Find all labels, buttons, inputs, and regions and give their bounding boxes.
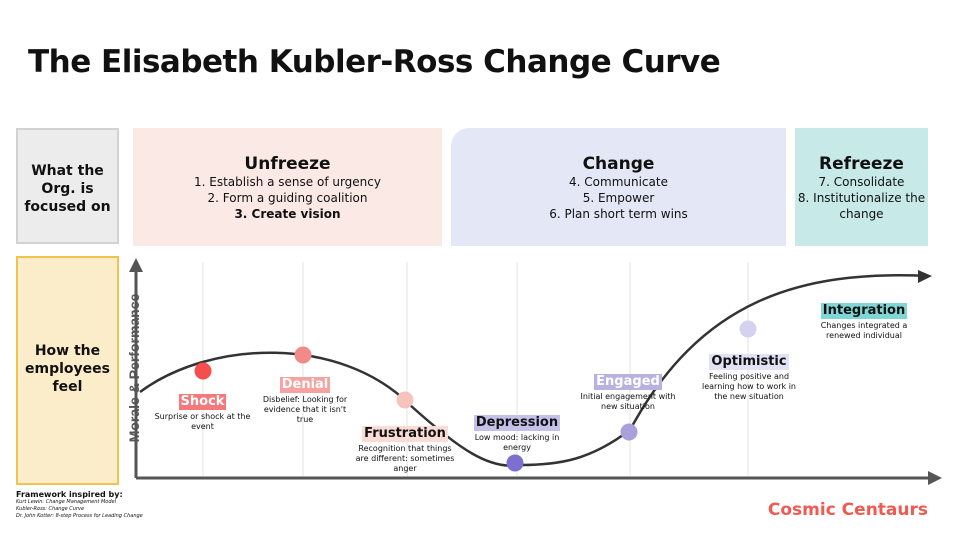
- stage-tag: Frustration: [362, 426, 448, 442]
- y-axis-arrowhead: [129, 258, 143, 272]
- phase-step: 1. Establish a sense of urgency: [194, 175, 381, 189]
- stage-tag: Depression: [473, 415, 561, 431]
- stage-engaged: Engaged Initial engagement with new situ…: [575, 370, 681, 412]
- curve-arrowhead: [918, 270, 932, 283]
- org-focus-box: What the Org. is focused on: [16, 128, 119, 244]
- stage-desc: Surprise or shock at the event: [154, 412, 251, 431]
- brand-name: Cosmic Centaurs: [767, 500, 928, 520]
- phase-step: 6. Plan short term wins: [549, 207, 688, 221]
- stage-tag: Engaged: [594, 374, 662, 390]
- phase-step: 2. Form a guiding coalition: [207, 191, 368, 205]
- stage-tag: Shock: [178, 394, 227, 410]
- credits-line: Kubler-Ross: Change Curve: [16, 506, 85, 512]
- stage-dot-optimistic: [739, 320, 757, 338]
- stage-denial: Denial Disbelief: Looking for evidence t…: [255, 373, 355, 425]
- phase-step: 3. Create vision: [234, 207, 341, 221]
- phase-step: 8. Institutionalize the change: [797, 191, 926, 221]
- phase-refreeze: Refreeze 7. Consolidate 8. Institutional…: [795, 128, 928, 246]
- employees-feel-box: How the employees feel: [16, 256, 119, 485]
- stage-tag: Optimistic: [709, 354, 789, 370]
- phase-title: Unfreeze: [244, 154, 331, 174]
- stage-frustration: Frustration Recognition that things are …: [352, 422, 458, 474]
- stage-desc: Changes integrated a renewed individual: [820, 321, 908, 340]
- org-focus-label: What the Org. is focused on: [24, 163, 111, 215]
- stage-integration: Integration Changes integrated a renewed…: [812, 299, 916, 341]
- y-axis-label: Morale & Performance: [126, 293, 142, 442]
- phase-step: 4. Communicate: [569, 175, 668, 189]
- stage-desc: Feeling positive and learning how to wor…: [702, 372, 796, 401]
- credits: Framework inspired by: Kurt Lewin: Chang…: [16, 490, 143, 520]
- phase-change: Change 4. Communicate 5. Empower 6. Plan…: [451, 128, 786, 246]
- stage-dot-frustration: [396, 391, 414, 409]
- stage-dot-shock: [194, 362, 212, 380]
- credits-line: Kurt Lewin: Change Management Model: [16, 499, 116, 505]
- stage-tag: Integration: [820, 303, 908, 319]
- phase-step: 5. Empower: [582, 191, 655, 205]
- stage-depression: Depression Low mood: lacking in energy: [468, 411, 566, 453]
- stage-shock: Shock Surprise or shock at the event: [150, 390, 255, 432]
- stage-optimistic: Optimistic Feeling positive and learning…: [698, 350, 800, 402]
- stage-desc: Low mood: lacking in energy: [474, 433, 560, 452]
- stage-desc: Recognition that things are different: s…: [355, 444, 455, 473]
- x-axis-arrowhead: [928, 471, 942, 485]
- stage-dot-denial: [294, 346, 312, 364]
- phase-step: 7. Consolidate: [818, 175, 905, 189]
- page-title: The Elisabeth Kubler-Ross Change Curve: [28, 44, 721, 80]
- phase-unfreeze: Unfreeze 1. Establish a sense of urgency…: [133, 128, 442, 246]
- credits-heading: Framework inspired by:: [16, 490, 123, 499]
- stage-desc: Initial engagement with new situation: [580, 392, 676, 411]
- phase-title: Refreeze: [819, 154, 904, 174]
- stage-tag: Denial: [279, 377, 331, 393]
- credits-line: Dr. John Kotter: 8-step Process for Lead…: [16, 513, 143, 519]
- stage-dot-depression: [506, 454, 524, 472]
- stage-desc: Disbelief: Looking for evidence that it …: [262, 395, 348, 424]
- employees-feel-label: How the employees feel: [25, 343, 110, 395]
- stage-dot-engaged: [620, 423, 638, 441]
- phase-title: Change: [582, 154, 655, 174]
